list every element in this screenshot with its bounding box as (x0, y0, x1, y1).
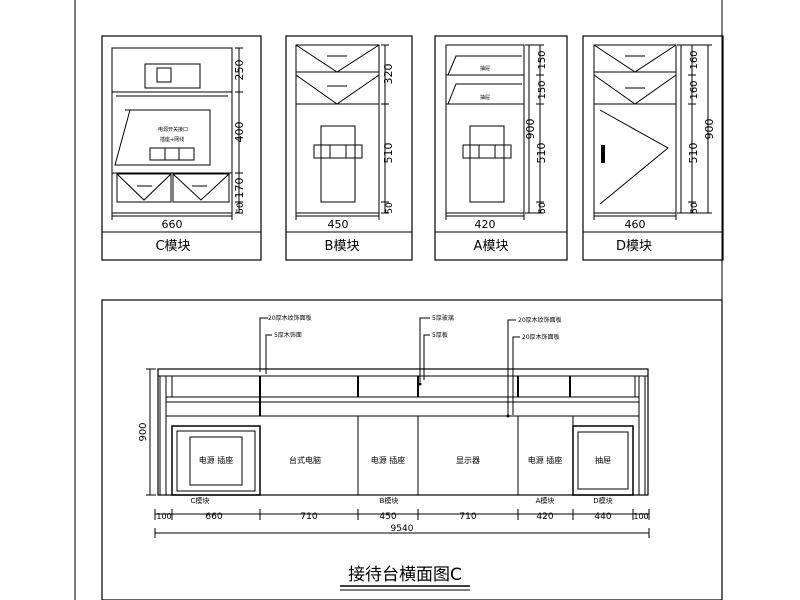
module-c: 电源开关接口 插座+网线 250 400 170 50 660 C模块 (101, 35, 262, 261)
d-dim-3: 900 (703, 119, 716, 140)
section-c: C模块 (191, 496, 210, 505)
b-dim-2: 510 (382, 143, 395, 164)
label-a-socket: 电源 插座 (528, 455, 563, 465)
dim-1: 100 (156, 512, 171, 521)
d-dim-4: 510 (687, 143, 700, 164)
module-a-frame (434, 35, 568, 261)
elevation-title: 接待台横面图C (348, 565, 462, 585)
height-label: 900 (138, 422, 149, 441)
socket-icon (156, 67, 172, 83)
a-dim-2: 150 (537, 80, 548, 99)
a-width: 420 (475, 218, 496, 231)
d-width: 460 (625, 218, 646, 231)
total-dim: 9540 (391, 524, 414, 534)
module-b-cabinet (295, 44, 380, 214)
module-a-cabinet (445, 44, 525, 214)
label-drawer: 抽屉 (595, 455, 611, 465)
module-b: 320 510 50 450 B模块 (285, 35, 413, 261)
elevation-view: 20厚木纹饰面板 5厚木饰面 5厚玻璃 5厚板 20厚木纹饰面板 20厚木饰面板… (101, 299, 723, 600)
label-c-socket: 电源 插座 (199, 455, 234, 465)
a-dim-3: 900 (524, 119, 537, 140)
c-panel-text-1: 电源开关接口 (158, 126, 188, 133)
callout-6: 20厚木饰面板 (522, 333, 560, 341)
elevation-frame (101, 299, 723, 600)
c-width: 660 (162, 218, 183, 231)
c-panel-text-2: 插座+网线 (160, 136, 184, 143)
module-d: 160 160 900 510 50 460 D模块 (582, 35, 724, 261)
counter-outline (157, 368, 649, 496)
a-caption: A模块 (474, 239, 509, 254)
module-b-frame (285, 35, 413, 261)
c-drawer-right (172, 173, 230, 203)
c-dim-3: 170 (233, 178, 246, 199)
d-door-handle (601, 145, 605, 163)
d-dim-5: 50 (690, 202, 700, 214)
c-dim-2: 400 (233, 122, 246, 143)
label-pc: 台式电脑 (289, 455, 321, 465)
section-a: A模块 (536, 496, 555, 505)
dim-7: 440 (594, 512, 611, 522)
label-monitor: 显示器 (456, 456, 480, 465)
b-dim-3: 50 (385, 202, 395, 214)
module-a: 抽屉 抽屉 150 150 900 510 50 420 A模块 (434, 35, 568, 261)
b-caption: B模块 (325, 239, 360, 254)
b-dim-1: 320 (382, 64, 395, 85)
c-drawer-left (116, 173, 172, 203)
d-caption: D模块 (616, 239, 652, 254)
module-d-cabinet (593, 44, 677, 214)
a-panel-text-1: 抽屉 (480, 65, 490, 72)
dim-6: 420 (536, 512, 553, 522)
dim-5: 710 (459, 512, 476, 522)
section-b: B模块 (380, 496, 399, 505)
b-width: 450 (328, 218, 349, 231)
module-c-frame (101, 35, 262, 261)
callout-2: 5厚木饰面 (274, 331, 302, 339)
c-dim-4: 50 (236, 202, 246, 214)
a-dim-1: 150 (537, 50, 548, 69)
dim-8: 100 (633, 512, 648, 521)
section-d: D模块 (593, 496, 612, 505)
callout-1: 20厚木纹饰面板 (268, 314, 312, 322)
module-d-frame (582, 35, 724, 261)
callout-5: 20厚木纹饰面板 (518, 316, 562, 324)
d-dim-2: 160 (689, 80, 700, 99)
module-c-cabinet (111, 47, 233, 214)
a-dim-5: 50 (538, 202, 548, 214)
label-b-socket: 电源 插座 (371, 455, 406, 465)
c-dim-1: 250 (233, 60, 246, 81)
dim-4: 450 (379, 512, 396, 522)
a-panel-text-2: 抽屉 (480, 94, 490, 101)
dim-3: 710 (300, 512, 317, 522)
a-dim-4: 510 (535, 143, 548, 164)
dim-2: 660 (205, 512, 222, 522)
c-caption: C模块 (155, 239, 190, 254)
callout-4: 5厚板 (432, 331, 448, 339)
d-dim-1: 160 (689, 50, 700, 69)
callout-3: 5厚玻璃 (432, 314, 454, 322)
